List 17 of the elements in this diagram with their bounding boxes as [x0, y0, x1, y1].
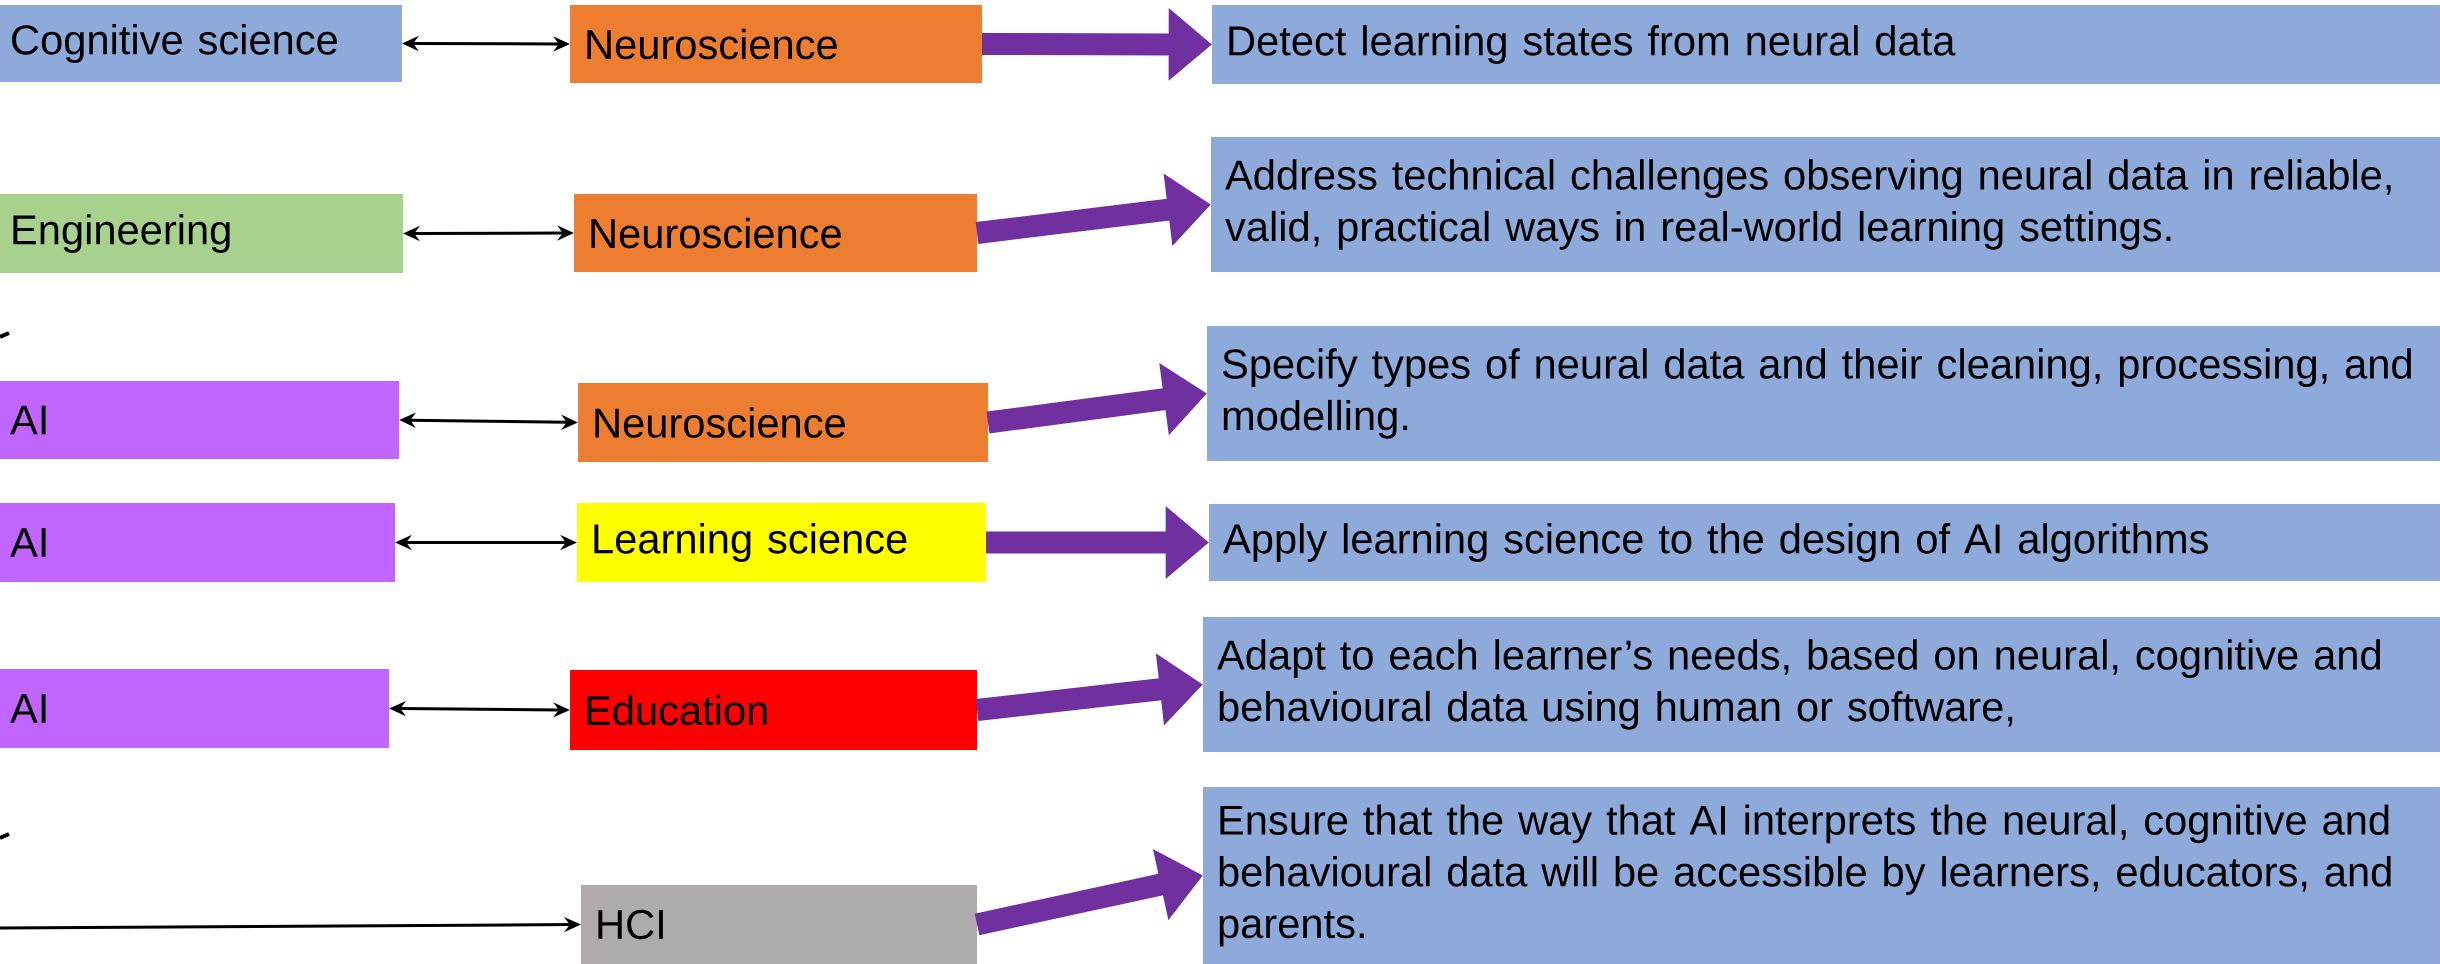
- field-box: AI: [0, 503, 395, 582]
- outcome-box: Adapt to each learner’s needs, based on neural, cognitive and behavioural data using human or software,: [1203, 617, 2440, 752]
- topic-box: Learning science: [577, 503, 986, 582]
- field-box: AI: [0, 669, 389, 748]
- outcome-box: Address technical challenges observing neural data in reliable, valid, practical ways in real-world learning settings.: [1211, 137, 2440, 272]
- outcome-box: Ensure that the way that AI interprets the neural, cognitive and behavioural data will be accessible by learners, educators, and parents.: [1203, 787, 2440, 964]
- field-box: Engineering: [0, 194, 403, 273]
- field-box: AI: [0, 381, 399, 459]
- topic-box: Education: [570, 670, 977, 750]
- field-box: Cognitive science: [0, 5, 402, 82]
- topic-box: HCI: [581, 885, 977, 964]
- outcome-box: Apply learning science to the design of AI algorithms: [1209, 504, 2440, 581]
- topic-box: Neuroscience: [578, 383, 988, 462]
- outcome-box: Detect learning states from neural data: [1212, 5, 2440, 84]
- topic-box: Neuroscience: [574, 194, 977, 272]
- outcome-box: Specify types of neural data and their cleaning, processing, and modelling.: [1207, 326, 2440, 461]
- topic-box: Neuroscience: [570, 5, 982, 83]
